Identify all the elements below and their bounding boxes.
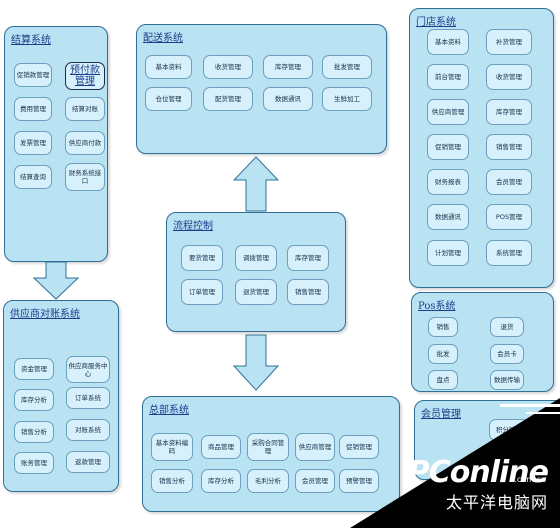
watermark: PConline .com.cn 太平洋电脑网 — [350, 398, 560, 528]
module-box[interactable]: 库存管理 — [486, 99, 532, 125]
module-box[interactable]: 费用管理 — [14, 97, 52, 121]
module-box[interactable]: 预警管理 — [339, 469, 379, 493]
module-box[interactable]: 供应商管理 — [295, 433, 335, 461]
watermark-cn: 太平洋电脑网 — [445, 493, 548, 512]
module-box[interactable]: 补货管理 — [486, 29, 532, 55]
module-box[interactable]: 基本资料编码 — [151, 433, 193, 461]
arrow-down-icon — [232, 334, 280, 391]
module-box[interactable]: 订单管理 — [181, 279, 223, 305]
module-box[interactable]: 结算对账 — [65, 97, 105, 121]
module-box[interactable]: 基本资料 — [427, 29, 469, 55]
panel-title: 总部系统 — [149, 405, 189, 416]
panel-title: Pos系统 — [418, 301, 456, 312]
module-box[interactable]: 对账系统 — [66, 419, 110, 441]
panel-zongbu: 总部系统 基本资料编码 商品管理 采购合同管理 供应商管理 促销管理 销售分析 … — [142, 396, 400, 512]
module-box[interactable]: 退货 — [490, 317, 524, 337]
module-box[interactable]: 发票管理 — [14, 131, 52, 155]
module-box[interactable]: 库存分析 — [201, 469, 241, 493]
module-box[interactable]: 毛利分析 — [247, 469, 289, 493]
module-box[interactable]: 商品管理 — [201, 435, 241, 459]
module-box[interactable]: 供应商管理 — [427, 99, 469, 125]
arrow-down-icon — [32, 262, 80, 300]
module-box[interactable]: POS管理 — [486, 204, 532, 230]
module-box[interactable]: 退货管理 — [235, 279, 277, 305]
module-box[interactable]: 计划管理 — [427, 240, 469, 266]
watermark-domain: .com.cn — [514, 475, 546, 484]
module-box[interactable]: 库存管理 — [263, 55, 313, 79]
module-box[interactable]: 会员管理 — [486, 169, 532, 195]
module-box[interactable]: 促销款管理 — [14, 63, 52, 87]
module-box[interactable]: 账务管理 — [14, 452, 54, 474]
module-box[interactable]: 供应商付款 — [65, 131, 105, 155]
panel-gongyingshang: 供应商对账系统 资金管理 供应商服务中心 库存分析 订单系统 销售分析 对账系统… — [3, 300, 119, 492]
module-box[interactable]: 库存分析 — [14, 389, 54, 411]
module-box[interactable]: 调拨管理 — [235, 245, 277, 271]
module-box[interactable]: 批发 — [428, 344, 458, 364]
module-box[interactable]: 数据传输 — [490, 370, 524, 390]
panel-title: 配送系统 — [143, 33, 183, 44]
module-box[interactable]: 前台管理 — [427, 64, 469, 90]
module-box[interactable]: 批发管理 — [322, 55, 372, 79]
module-box[interactable]: 促销管理 — [339, 435, 379, 459]
module-box[interactable]: 结算查询 — [14, 165, 52, 189]
module-box[interactable]: 系统管理 — [486, 240, 532, 266]
module-box[interactable]: 库存管理 — [287, 245, 329, 271]
module-box[interactable]: 销售分析 — [151, 469, 193, 493]
module-box[interactable]: 仓位管理 — [145, 87, 192, 111]
panel-peisong: 配送系统 基本资料 收货管理 库存管理 批发管理 仓位管理 配货管理 数据通讯 … — [136, 24, 387, 154]
module-box[interactable]: 销售管理 — [486, 134, 532, 160]
module-box[interactable]: 资金管理 — [14, 358, 54, 380]
module-box[interactable]: 数据通讯 — [263, 87, 313, 111]
arrow-up-icon — [232, 156, 280, 212]
panel-pos: Pos系统 销售 退货 批发 会员卡 盘点 数据传输 — [411, 292, 554, 392]
module-box[interactable]: 销售管理 — [287, 279, 329, 305]
panel-title: 结算系统 — [11, 35, 51, 46]
panel-liucheng: 流程控制 要货管理 调拨管理 库存管理 订单管理 退货管理 销售管理 — [166, 212, 346, 332]
module-box[interactable]: 要货管理 — [181, 245, 223, 271]
module-box[interactable]: 销售 — [428, 317, 458, 337]
panel-mendian: 门店系统 基本资料 补货管理 前台管理 收货管理 供应商管理 库存管理 促销管理… — [409, 8, 554, 288]
module-box[interactable]: 会员管理 — [295, 469, 335, 493]
module-box[interactable]: 销售分析 — [14, 421, 54, 443]
module-box-highlight[interactable]: 预付款管理 — [65, 62, 105, 90]
module-box[interactable]: 订单系统 — [66, 387, 110, 409]
module-box[interactable]: 会员卡 — [490, 344, 524, 364]
module-box[interactable]: 促销管理 — [427, 134, 469, 160]
module-box[interactable]: 盘点 — [428, 370, 458, 390]
panel-title: 流程控制 — [173, 221, 213, 232]
module-box[interactable]: 数据通讯 — [427, 204, 469, 230]
watermark-brand: PConline — [407, 455, 549, 490]
module-box[interactable]: 收货管理 — [486, 64, 532, 90]
module-box[interactable]: 配货管理 — [203, 87, 253, 111]
module-box[interactable]: 采购合同管理 — [247, 433, 289, 461]
module-box[interactable]: 财务报表 — [427, 169, 469, 195]
panel-jiesuan: 结算系统 促销款管理 预付款管理 费用管理 结算对账 发票管理 供应商付款 结算… — [4, 26, 108, 262]
module-box[interactable]: 收货管理 — [203, 55, 253, 79]
panel-title: 供应商对账系统 — [10, 309, 80, 320]
module-box[interactable]: 财务系统接口 — [65, 163, 105, 191]
module-box[interactable]: 基本资料 — [145, 55, 192, 79]
panel-title: 会员管理 — [421, 409, 461, 420]
watermark-shape — [350, 398, 560, 528]
module-box[interactable]: 供应商服务中心 — [66, 356, 110, 383]
module-box[interactable]: 返款管理 — [66, 451, 110, 473]
panel-title: 门店系统 — [416, 17, 456, 28]
module-box[interactable]: 生鲜加工 — [322, 87, 372, 111]
